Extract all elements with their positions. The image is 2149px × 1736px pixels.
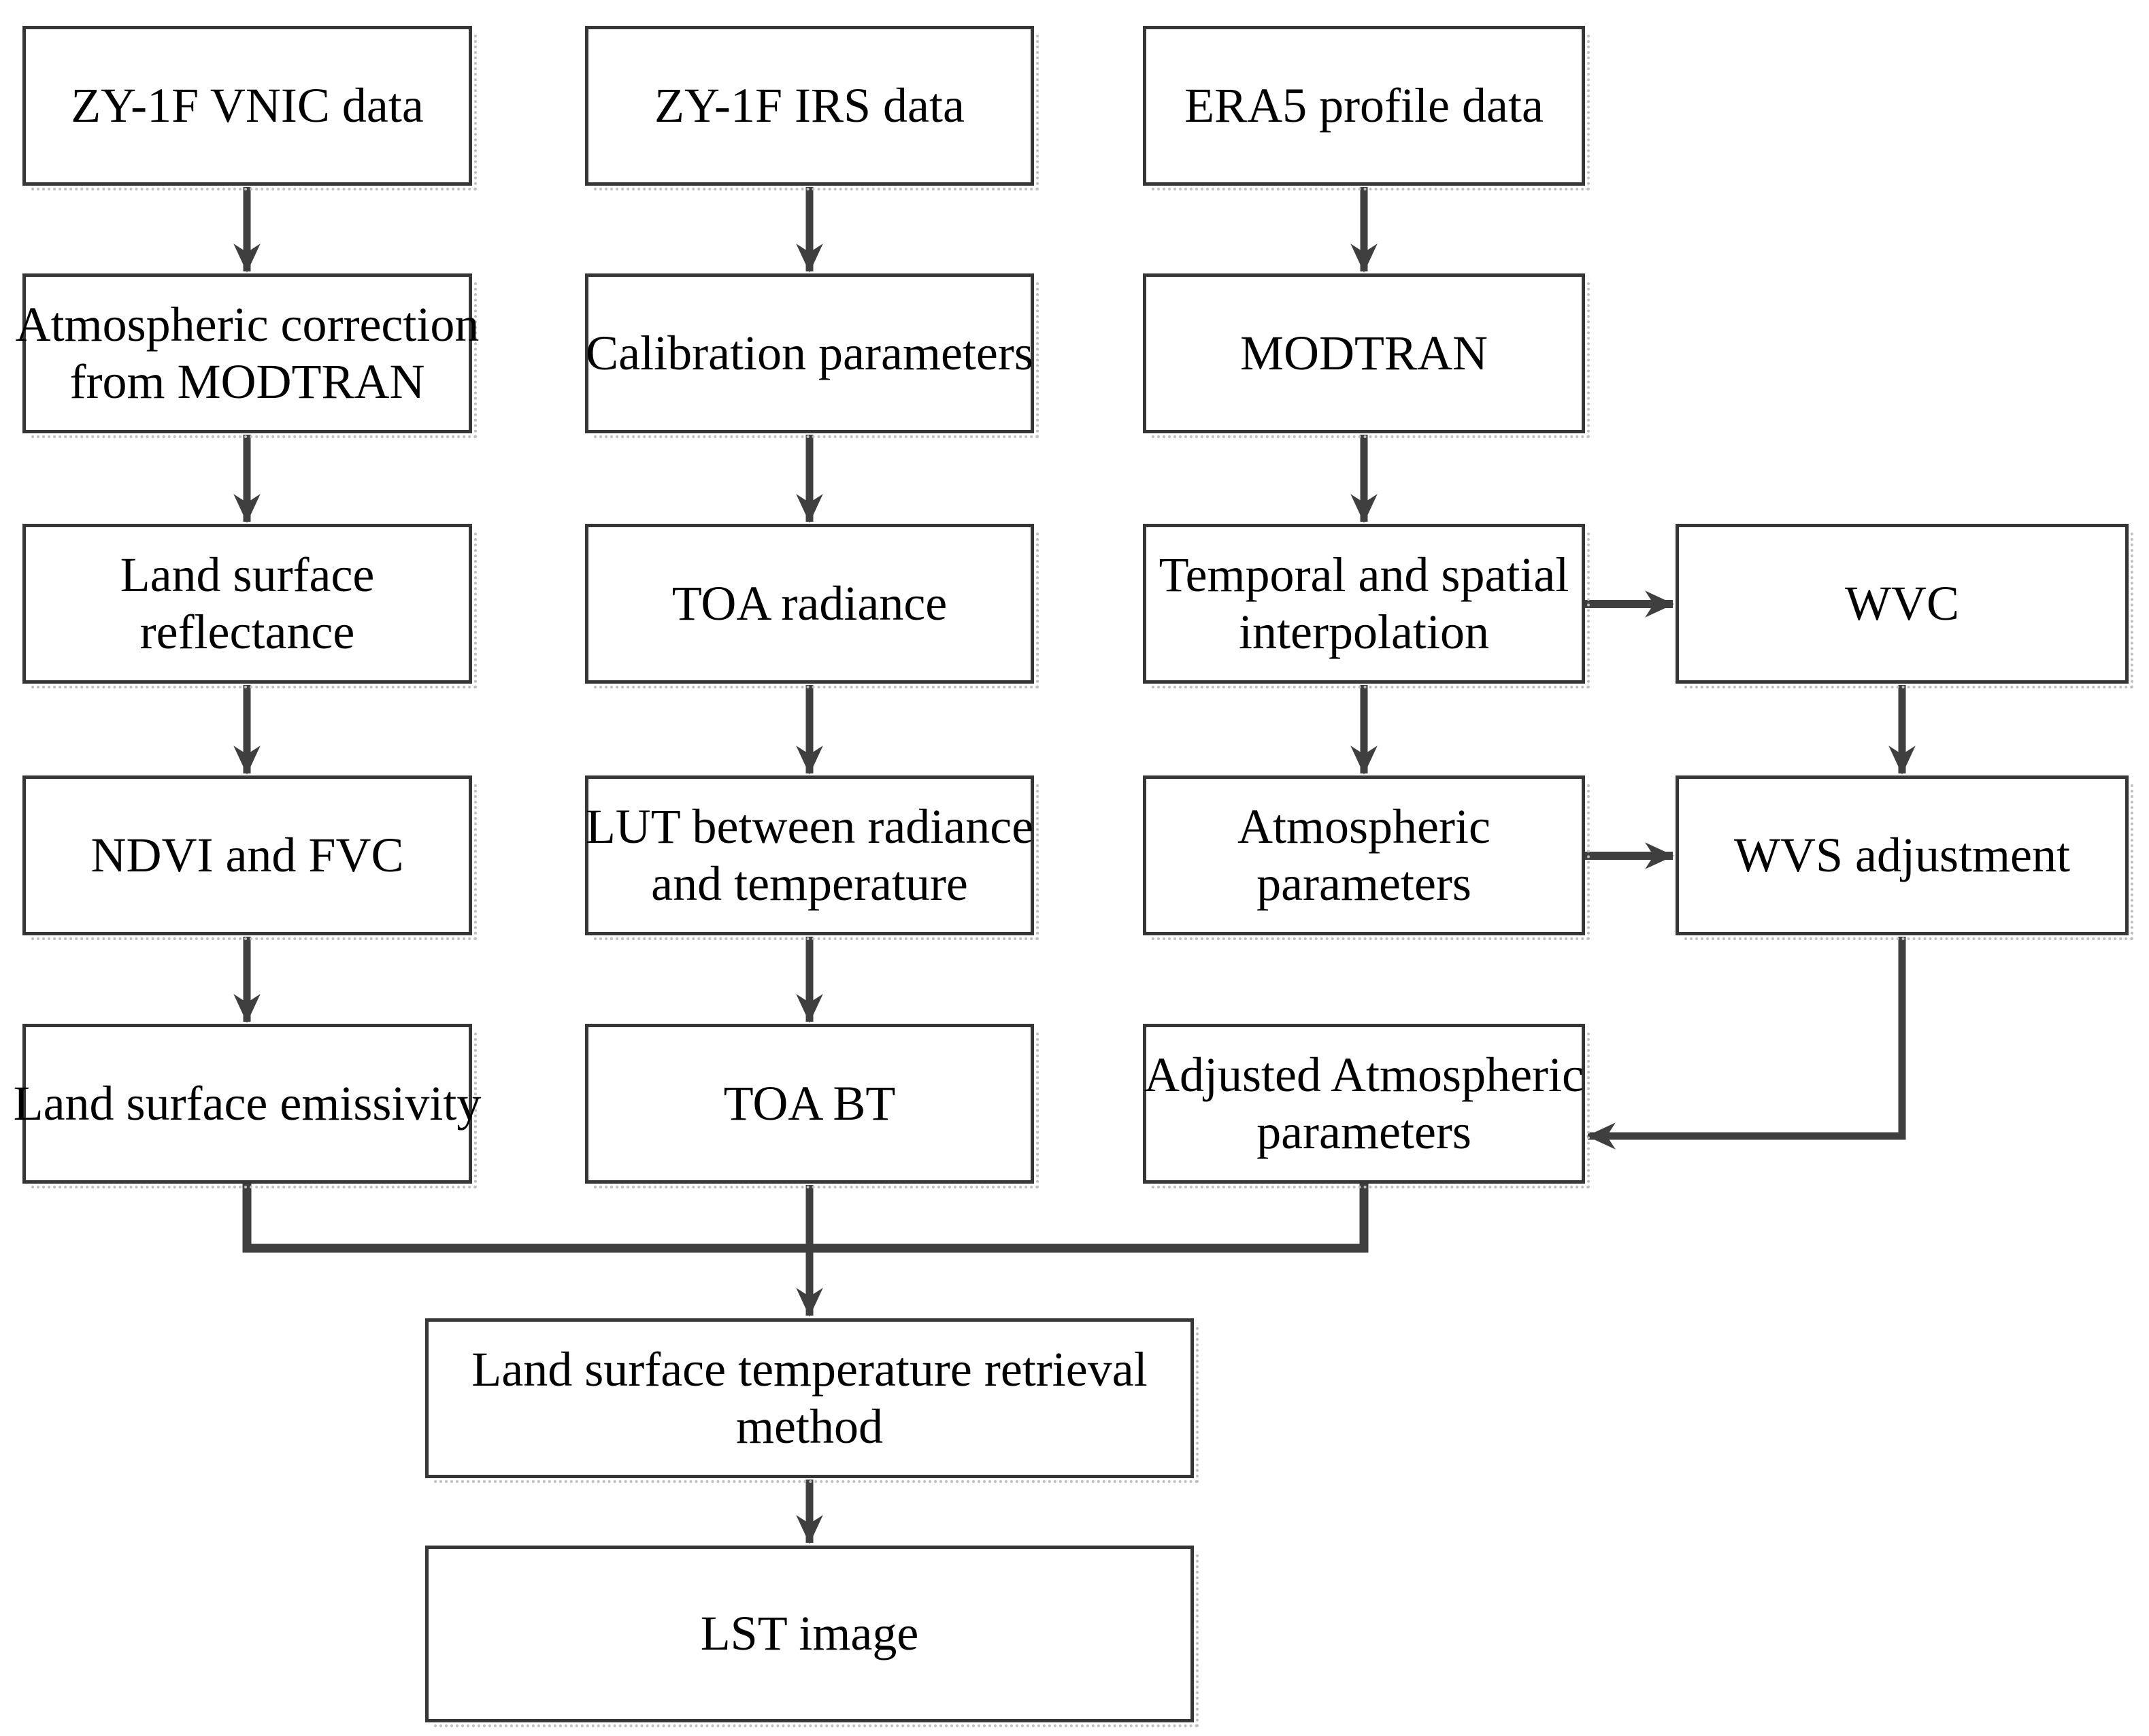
node-lst-retrieval-method-label: Land surface temperature retrieval xyxy=(471,1341,1148,1397)
node-calibration-parameters: Calibration parameters xyxy=(585,273,1039,438)
node-temporal-spatial-interpolation-label: Temporal and spatial xyxy=(1159,547,1569,602)
node-toa-radiance: TOA radiance xyxy=(585,524,1039,688)
node-wvs-adjustment: WVS adjustment xyxy=(1676,775,2133,940)
node-era5-profile-data-label: ERA5 profile data xyxy=(1184,78,1544,133)
node-land-surface-emissivity-label: Land surface emissivity xyxy=(13,1075,482,1131)
node-ndvi-and-fvc: NDVI and FVC xyxy=(22,775,477,940)
node-lut-radiance-temperature-label: LUT between radiance xyxy=(585,799,1034,854)
node-lut-radiance-temperature-label: and temperature xyxy=(651,856,968,911)
node-ndvi-and-fvc-label: NDVI and FVC xyxy=(90,827,404,882)
node-atmospheric-correction-modtran-label: Atmospheric correction xyxy=(15,297,480,352)
node-wvs-adjustment-label: WVS adjustment xyxy=(1734,827,2070,882)
node-land-surface-reflectance-label: Land surface xyxy=(120,547,375,602)
node-atmospheric-correction-modtran-label: from MODTRAN xyxy=(69,354,425,409)
node-land-surface-emissivity: Land surface emissivity xyxy=(14,1024,481,1188)
node-wvc: WVC xyxy=(1676,524,2133,688)
node-atmospheric-parameters-label: Atmospheric xyxy=(1237,799,1490,854)
connector-wvs-to-adjusted-atmospheric xyxy=(1586,937,1906,1150)
node-toa-bt-label: TOA BT xyxy=(723,1075,896,1131)
node-adjusted-atmospheric-parameters-label: parameters xyxy=(1256,1104,1471,1159)
node-wvc-label: WVC xyxy=(1845,575,1959,631)
node-temporal-spatial-interpolation-label: interpolation xyxy=(1239,604,1489,659)
node-adjusted-atmospheric-parameters-label: Adjusted Atmospheric xyxy=(1144,1047,1584,1102)
node-zy1f-irs-data-label: ZY-1F IRS data xyxy=(654,78,965,133)
node-zy1f-irs-data: ZY-1F IRS data xyxy=(585,26,1039,190)
node-land-surface-reflectance-label: reflectance xyxy=(139,604,355,659)
node-atmospheric-parameters-label: parameters xyxy=(1256,856,1471,911)
node-modtran: MODTRAN xyxy=(1143,273,1590,438)
node-calibration-parameters-label: Calibration parameters xyxy=(586,325,1033,380)
connector-merge-line xyxy=(242,1184,1369,1253)
node-modtran-label: MODTRAN xyxy=(1239,325,1488,380)
node-zy1f-vnic-data-label: ZY-1F VNIC data xyxy=(71,78,424,133)
node-toa-bt: TOA BT xyxy=(585,1024,1039,1188)
node-lst-image: LST image xyxy=(425,1546,1199,1727)
node-era5-profile-data: ERA5 profile data xyxy=(1143,26,1590,190)
node-toa-radiance-label: TOA radiance xyxy=(671,575,948,631)
node-lst-retrieval-method-label: method xyxy=(736,1399,883,1454)
node-zy1f-vnic-data: ZY-1F VNIC data xyxy=(22,26,477,190)
node-lst-image-label: LST image xyxy=(700,1606,919,1661)
